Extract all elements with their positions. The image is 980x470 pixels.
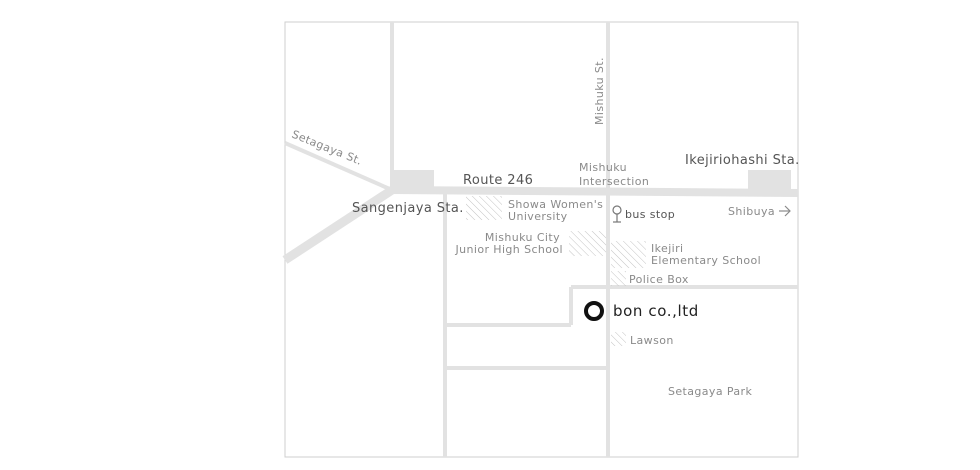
sangenjaya-station-label: Sangenjaya Sta. [352, 201, 464, 216]
ikejiriohashi-station-block [748, 170, 791, 193]
lawson-building [611, 332, 626, 346]
showa-university-building [466, 196, 502, 220]
setagaya-park-label: Setagaya Park [668, 385, 752, 398]
intersection-label-line2: Intersection [579, 175, 649, 188]
mishuku-school-building [569, 231, 606, 256]
bus-stop-icon [612, 205, 622, 223]
arrow-right-icon [779, 205, 791, 217]
lawson-label: Lawson [630, 334, 674, 347]
company-name-label: bon co.,ltd [613, 302, 699, 320]
showa-label-line1: Showa Women's [508, 198, 603, 211]
shibuya-label: Shibuya [728, 205, 775, 218]
bus-stop-label: bus stop [625, 208, 675, 221]
police-box-building [611, 271, 626, 286]
police-box-label: Police Box [629, 273, 689, 286]
sangenjaya-station-block [392, 170, 434, 193]
mishuku-st-label: Mishuku St. [593, 57, 606, 125]
ikejiriohashi-station-label: Ikejiriohashi Sta. [685, 153, 800, 168]
road-network [282, 22, 799, 457]
mishuku-school-label-line2: Junior High School [455, 243, 564, 256]
intersection-label-line1: Mishuku [579, 161, 627, 174]
ikejiri-school-label-line1: Ikejiri [651, 242, 683, 255]
map-frame [284, 21, 799, 458]
ikejiri-school-label-line2: Elementary School [651, 254, 761, 267]
company-location-marker-icon [584, 301, 604, 321]
mishuku-school-label-line1: Mishuku City [485, 231, 560, 244]
route246-label: Route 246 [463, 173, 533, 188]
showa-label-line2: University [508, 210, 568, 223]
ikejiri-school-building [611, 241, 646, 268]
